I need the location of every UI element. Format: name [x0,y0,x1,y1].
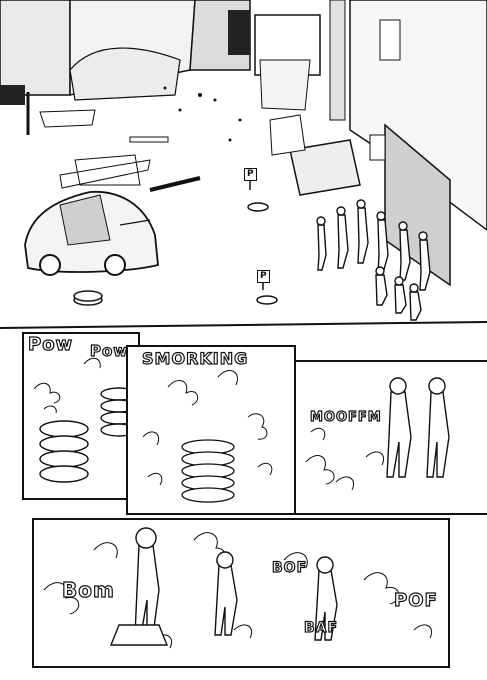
street-scene-illustration [0,0,487,329]
panel-pow: Pow Pow [22,332,140,500]
panel-smorking: SMORKING [126,345,296,515]
sfx-pow-right: Pow [89,341,129,360]
smoking-coins-illustration [142,370,273,503]
sfx-pow-left: Pow [27,334,74,356]
parking-sign-bottom: P [257,270,270,283]
sfx-bom: Bom [61,577,115,602]
panel-mooffm: MOOFFM [294,360,487,515]
sfx-smorking: SMORKING [141,348,249,368]
sfx-baf: BAF [303,619,339,636]
parking-sign-top: P [244,168,257,181]
sfx-bof: BOF [271,559,308,576]
sfx-mooffm: MOOFFM [309,409,382,425]
panel-explosion: Bom BOF BAF POF [32,518,450,668]
explosion-illustration [43,527,432,649]
sfx-pof: POF [393,589,438,611]
zombies-illustration [305,377,450,491]
